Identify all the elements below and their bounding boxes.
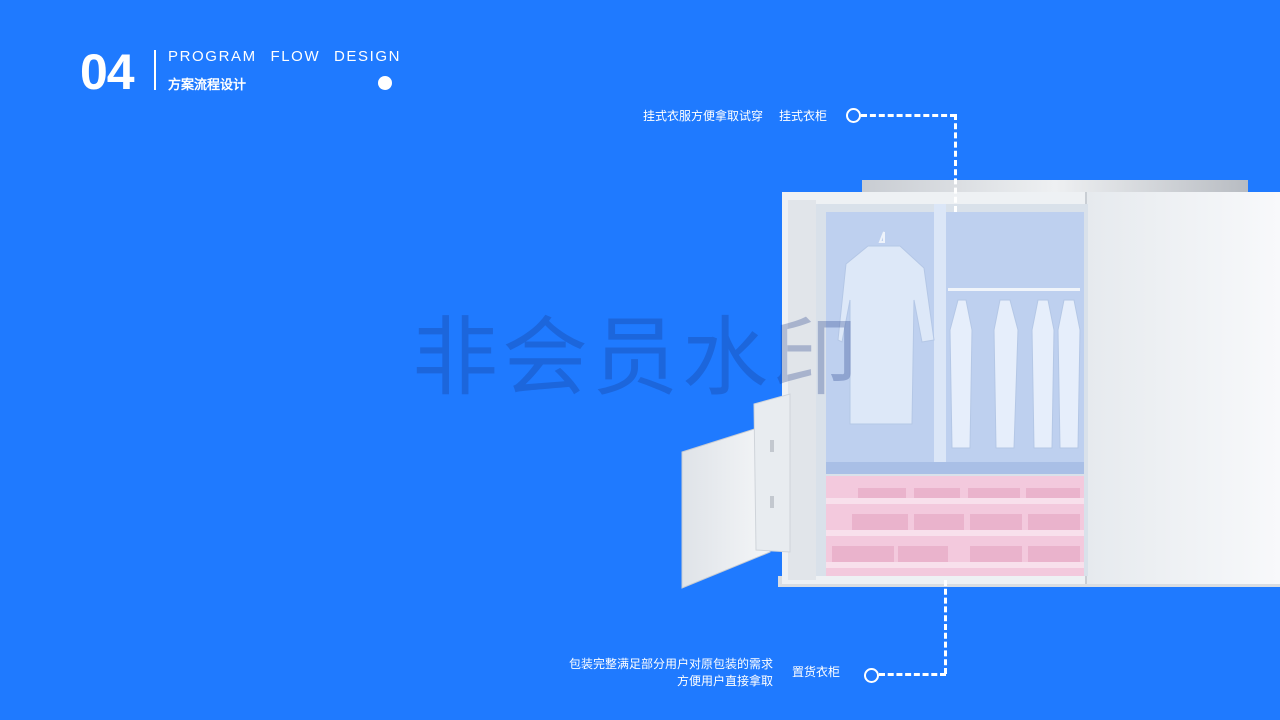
top-callout-connector-v xyxy=(954,114,957,212)
bottom-callout-connector-v xyxy=(944,580,947,674)
section-header: 04 PROGRAM FLOW DESIGN 方案流程设计 xyxy=(80,44,400,104)
section-title-cn: 方案流程设计 xyxy=(168,78,247,93)
bottom-callout-connector-h xyxy=(879,673,946,676)
top-callout-label: 挂式衣柜 xyxy=(779,109,828,123)
section-number: 04 xyxy=(80,44,135,100)
header-dot-icon xyxy=(378,76,392,90)
top-callout-connector-h xyxy=(861,114,956,117)
hanging-rod xyxy=(948,288,1080,291)
folded-items xyxy=(832,488,1080,562)
hanging-shirts xyxy=(949,299,1081,449)
cabinet-top-trim xyxy=(862,180,1248,194)
section-title-en: PROGRAM FLOW DESIGN xyxy=(168,48,402,65)
bottom-callout-description-line2: 方便用户直接拿取 xyxy=(676,674,773,688)
top-callout-description: 挂式衣服方便拿取试穿 xyxy=(642,109,763,123)
hanging-coat xyxy=(837,231,935,425)
cabinet-sliding-door xyxy=(1086,192,1280,584)
bottom-callout-description-line1: 包装完整满足部分用户对原包装的需求 xyxy=(568,657,773,671)
bottom-callout-label: 置货衣柜 xyxy=(792,665,841,679)
bottom-callout-description: 包装完整满足部分用户对原包装的需求 方便用户直接拿取 xyxy=(540,656,773,690)
cabinet-open-door xyxy=(681,423,771,589)
top-callout-ring-icon xyxy=(846,108,861,123)
watermark-text: 非会员水印 xyxy=(412,308,862,408)
header-divider xyxy=(154,50,156,90)
bottom-callout-ring-icon xyxy=(864,668,879,683)
